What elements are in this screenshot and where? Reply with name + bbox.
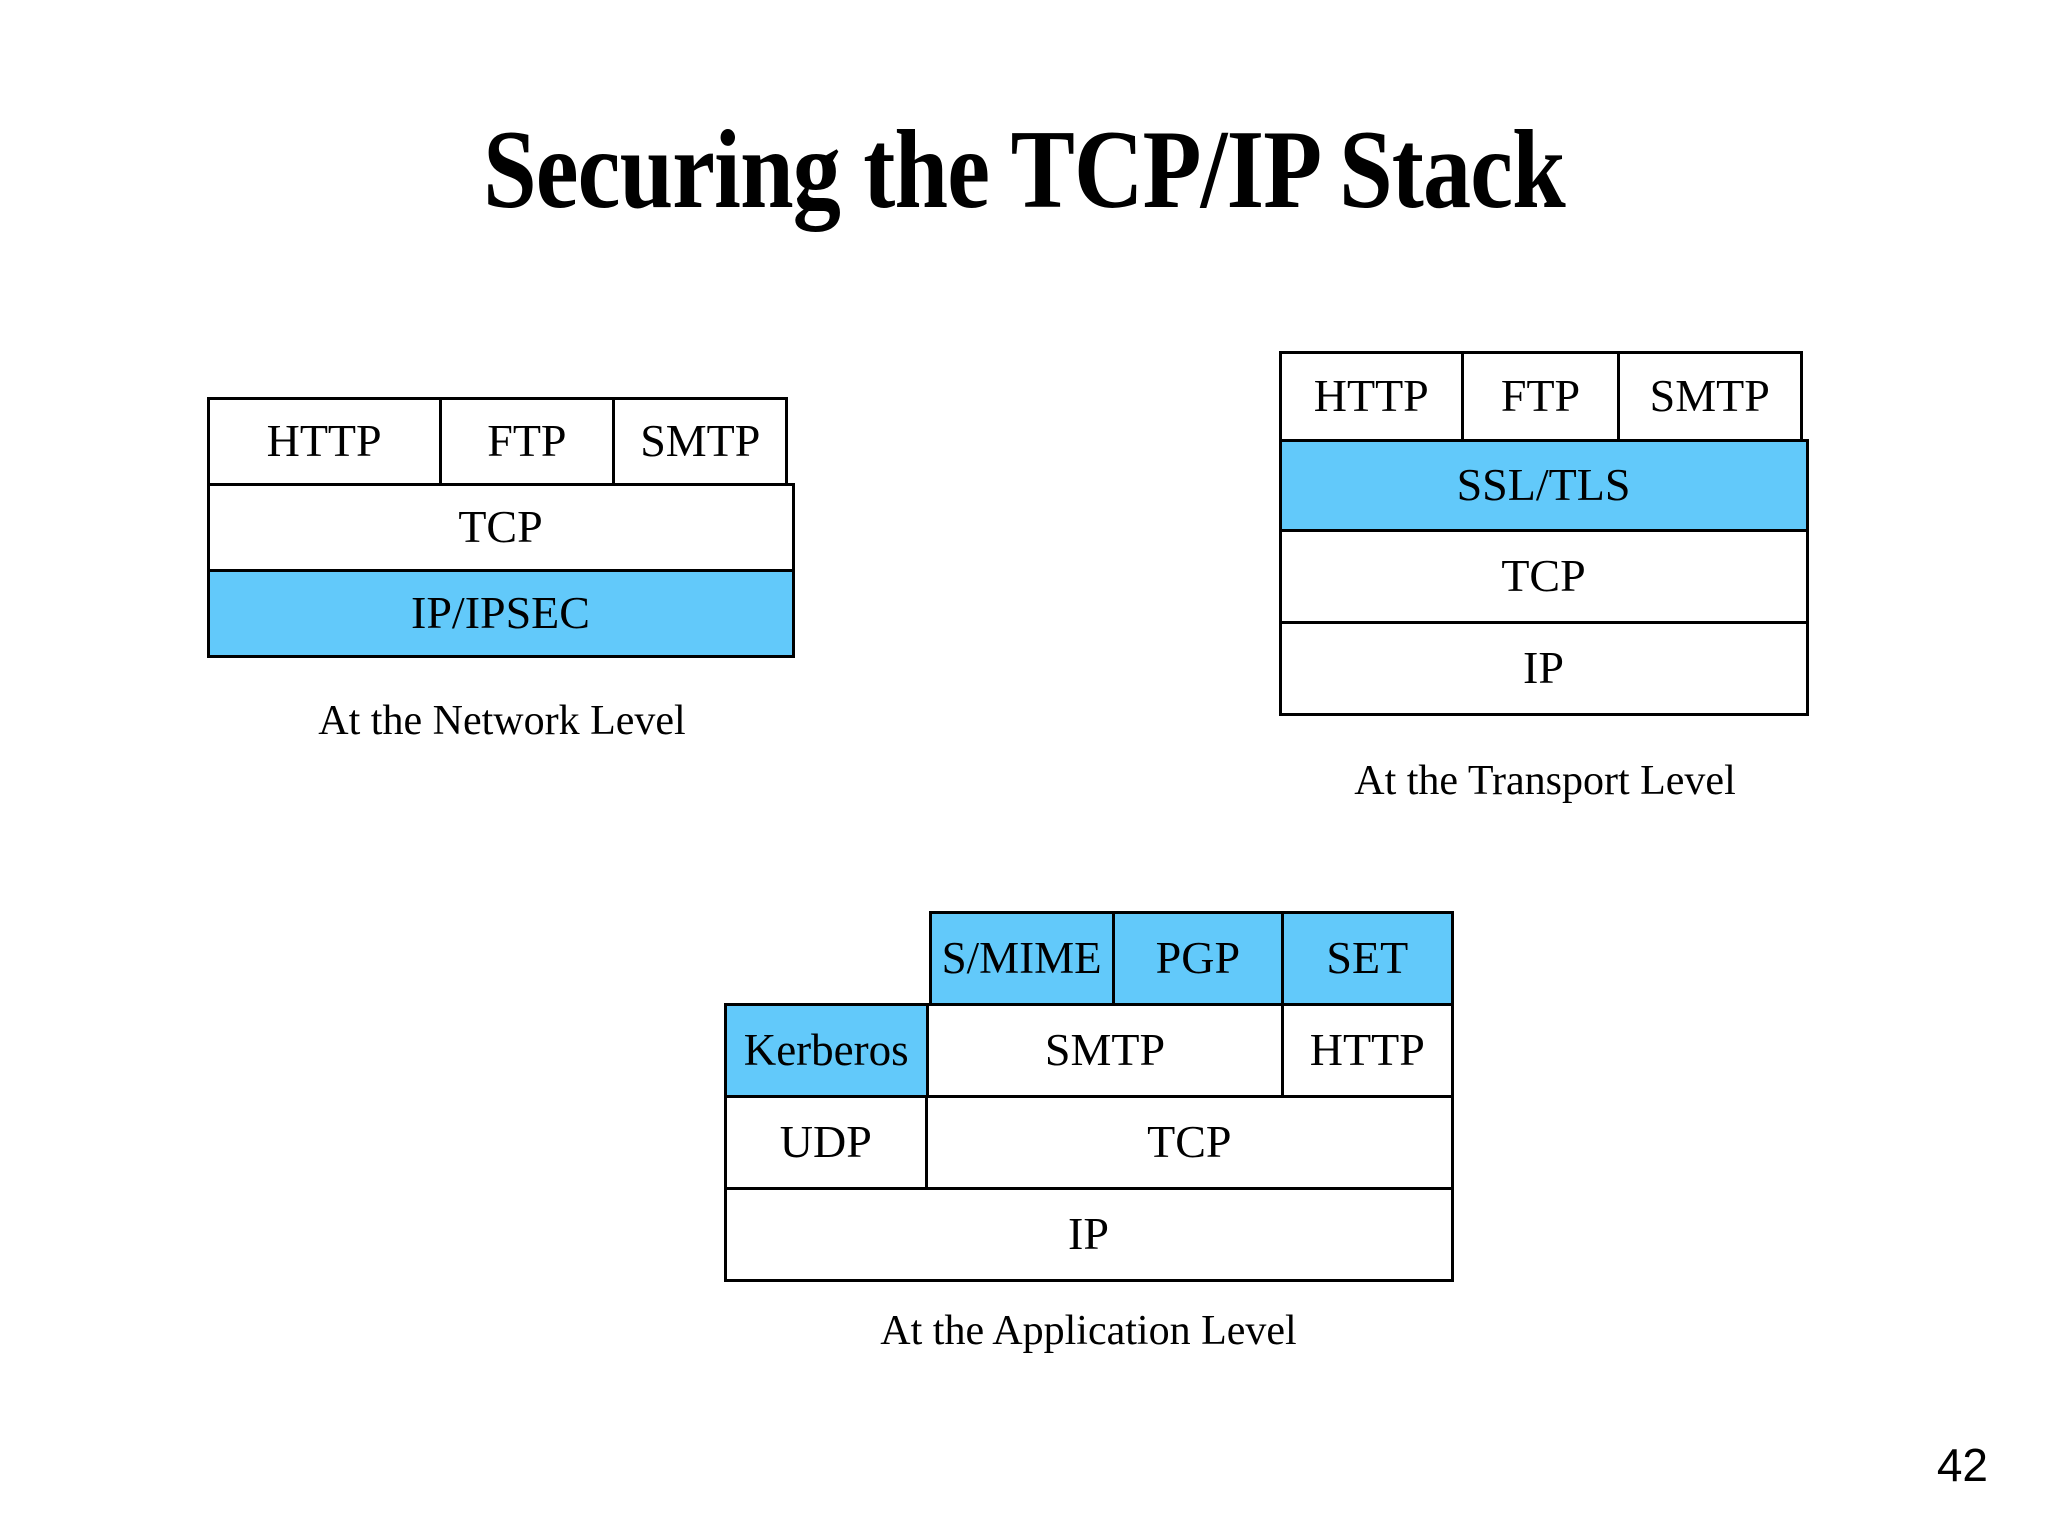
stack-row: HTTP FTP SMTP bbox=[206, 396, 796, 486]
caption-application-level: At the Application Level bbox=[880, 1308, 1297, 1354]
page-title: Securing the TCP/IP Stack bbox=[483, 108, 1566, 232]
stack-cell-ssl-tls: SSL/TLS bbox=[1278, 438, 1809, 532]
caption-transport-level: At the Transport Level bbox=[1354, 758, 1736, 804]
stack-cell-tcp: TCP bbox=[925, 1094, 1454, 1190]
stack-cell-smtp: SMTP bbox=[1617, 350, 1803, 442]
stack-row: SSL/TLS bbox=[1278, 438, 1810, 532]
stack-row: IP/IPSEC bbox=[206, 568, 796, 658]
stack-cell-ftp: FTP bbox=[438, 396, 616, 486]
diagram-application-level: S/MIME PGP SET Kerberos SMTP HTTP UDP TC… bbox=[723, 910, 1454, 1282]
stack-row: TCP bbox=[206, 482, 796, 572]
diagram-transport-level: HTTP FTP SMTP SSL/TLS TCP IP bbox=[1278, 350, 1810, 716]
stack-cell-set: SET bbox=[1281, 910, 1454, 1006]
stack-cell-udp: UDP bbox=[723, 1094, 929, 1190]
stack-row: TCP bbox=[1278, 528, 1810, 624]
stack-cell-smtp: SMTP bbox=[925, 1002, 1285, 1098]
stack-row: HTTP FTP SMTP bbox=[1278, 350, 1810, 442]
stack-cell-smime: S/MIME bbox=[928, 910, 1115, 1006]
page-number: 42 bbox=[1936, 1439, 1988, 1491]
stack-row: S/MIME PGP SET bbox=[725, 910, 1454, 1006]
stack-cell-pgp: PGP bbox=[1111, 910, 1285, 1006]
stack-cell-http: HTTP bbox=[1281, 1002, 1454, 1098]
stack-row: IP bbox=[723, 1186, 1454, 1282]
diagram-network-level: HTTP FTP SMTP TCP IP/IPSEC bbox=[206, 396, 796, 658]
caption-network-level: At the Network Level bbox=[318, 698, 686, 744]
stack-cell-ftp: FTP bbox=[1461, 350, 1620, 442]
stack-row-indent-spacer bbox=[725, 912, 930, 1004]
stack-cell-kerberos: Kerberos bbox=[723, 1002, 929, 1098]
stack-cell-tcp: TCP bbox=[206, 482, 795, 572]
stack-cell-http: HTTP bbox=[1278, 350, 1464, 442]
stack-row: UDP TCP bbox=[723, 1094, 1454, 1190]
stack-cell-ip: IP bbox=[1278, 620, 1809, 716]
stack-row: Kerberos SMTP HTTP bbox=[723, 1002, 1454, 1098]
stack-cell-http: HTTP bbox=[206, 396, 442, 486]
stack-cell-smtp: SMTP bbox=[612, 396, 789, 486]
stack-cell-tcp: TCP bbox=[1278, 528, 1809, 624]
stack-cell-ip: IP bbox=[723, 1186, 1454, 1282]
stack-cell-ip-ipsec: IP/IPSEC bbox=[206, 568, 795, 658]
stack-row: IP bbox=[1278, 620, 1810, 716]
